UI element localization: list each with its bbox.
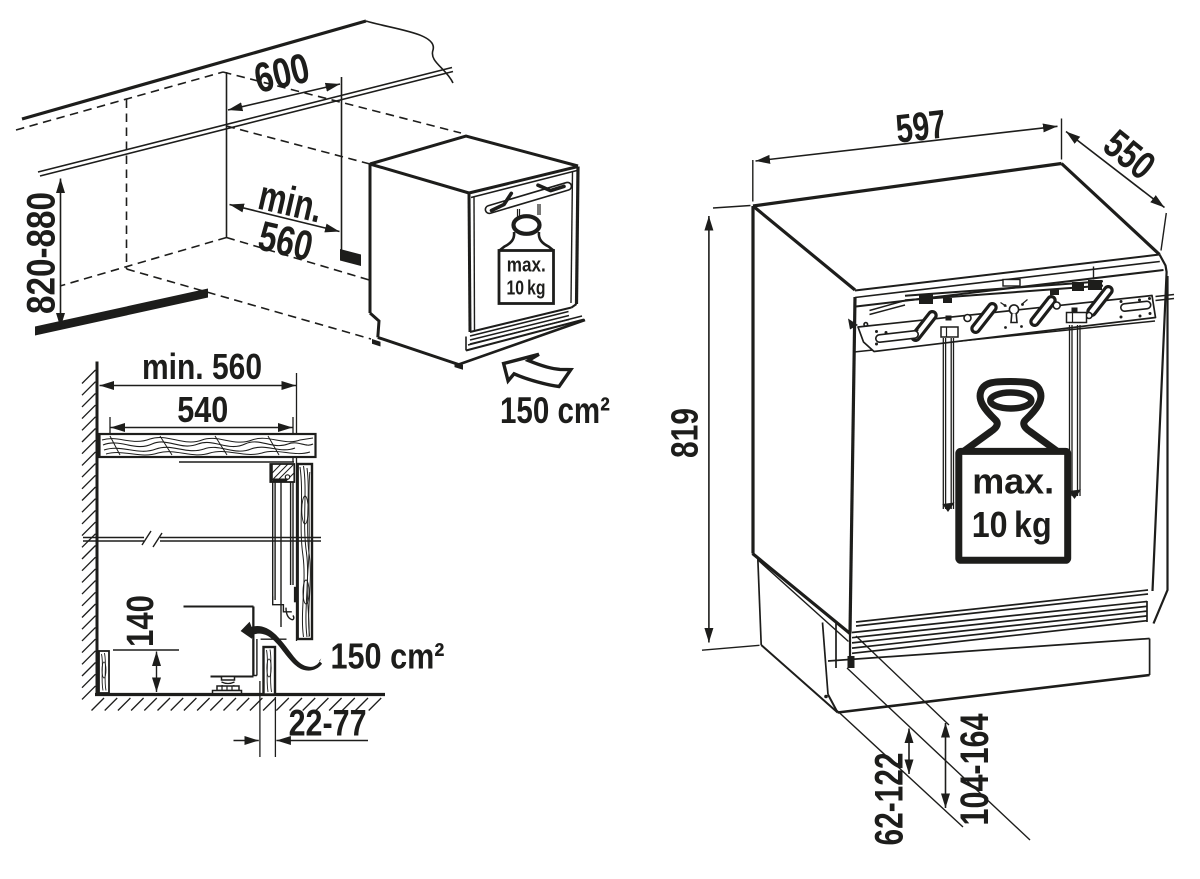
svg-text:819: 819 (665, 408, 707, 458)
svg-text:540: 540 (177, 389, 228, 430)
svg-text:104-164: 104-164 (953, 713, 997, 826)
svg-text:10 kg: 10 kg (507, 277, 546, 300)
svg-text:550: 550 (1095, 122, 1163, 189)
svg-text:max.: max. (972, 461, 1054, 502)
svg-text:min. 560: min. 560 (142, 346, 262, 387)
svg-text:max.: max. (507, 253, 546, 276)
svg-text:597: 597 (894, 102, 949, 152)
svg-text:150 cm²: 150 cm² (500, 390, 610, 431)
svg-text:62-122: 62-122 (867, 753, 911, 846)
svg-text:10 kg: 10 kg (972, 504, 1052, 545)
svg-text:140: 140 (120, 595, 162, 647)
svg-text:150 cm²: 150 cm² (331, 636, 445, 677)
svg-text:22-77: 22-77 (289, 703, 367, 744)
svg-text:820-880: 820-880 (19, 192, 63, 314)
